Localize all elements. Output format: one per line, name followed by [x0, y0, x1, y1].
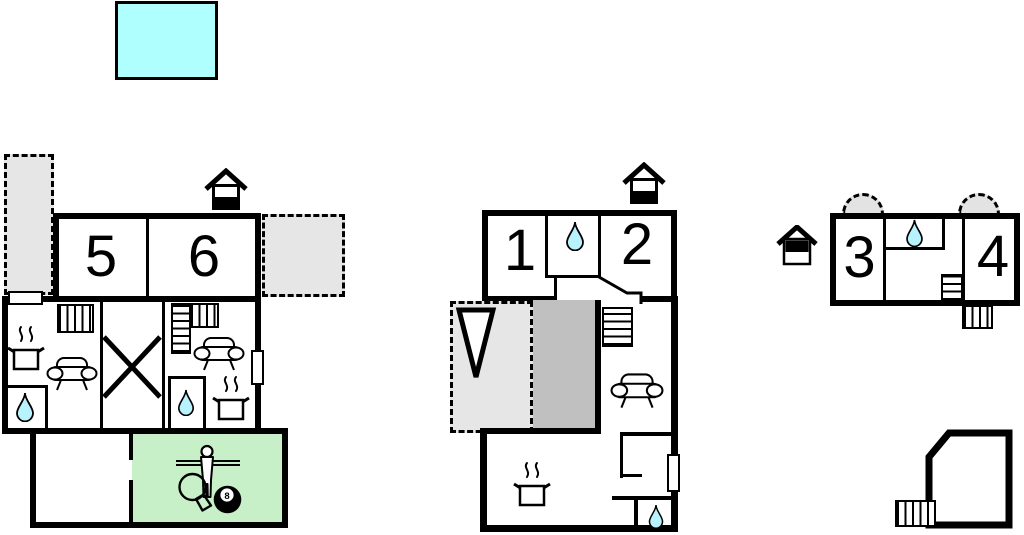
stairs-icon — [189, 303, 219, 328]
door-marker — [251, 350, 264, 385]
room-label-6: 6 — [187, 224, 221, 289]
bedroom-section-right-plan — [830, 213, 1020, 306]
sofa-icon — [46, 354, 98, 392]
wall-segment — [942, 219, 945, 250]
terrace-right-of-bedrooms — [262, 214, 345, 297]
wall-segment — [203, 376, 206, 431]
wall-segment — [671, 296, 678, 532]
wall-segment — [962, 219, 965, 300]
stairs-icon — [962, 305, 993, 329]
entrance-triangle-marker — [455, 307, 497, 378]
pool — [115, 1, 218, 80]
terrace-left-strip — [4, 154, 54, 295]
water-drop-icon — [14, 392, 36, 422]
water-drop-icon — [564, 221, 586, 251]
wall-segment — [45, 385, 48, 434]
wall-segment — [480, 428, 601, 434]
wall-segment — [480, 428, 487, 532]
wall-segment — [634, 500, 638, 532]
wall-segment — [100, 302, 103, 428]
table-tennis-paddle-icon — [178, 472, 207, 502]
wall-segment — [598, 216, 601, 277]
wall-segment — [5, 385, 48, 388]
game-room-icons: 8 — [176, 444, 242, 514]
door-marker — [667, 454, 680, 492]
sofa-icon — [193, 334, 245, 372]
stairs-icon — [171, 303, 191, 354]
stairs-icon — [602, 307, 633, 347]
wall-segment — [129, 480, 133, 522]
wall-segment — [595, 300, 601, 432]
stairs-icon — [895, 500, 936, 527]
wall-segment — [612, 496, 678, 500]
wall-segment — [885, 247, 945, 250]
stove-pot-icon — [211, 374, 251, 428]
wall-segment — [554, 276, 557, 302]
attic-house-icon — [202, 168, 250, 213]
room-label-2: 2 — [620, 212, 654, 277]
wall-segment — [545, 216, 548, 278]
water-drop-icon — [176, 389, 196, 416]
wall-segment — [545, 275, 601, 278]
wall-diagonal — [598, 275, 643, 304]
stairs-icon — [57, 304, 94, 333]
water-drop-icon — [904, 219, 925, 247]
wall-segment — [620, 474, 642, 477]
foosball-player-icon — [200, 444, 214, 459]
wall-opening — [556, 296, 640, 302]
sofa-icon — [610, 370, 664, 410]
upper-floor-house-icon — [775, 225, 819, 267]
wall-segment — [146, 219, 149, 296]
attic-house-icon — [620, 162, 668, 207]
wall-segment — [129, 434, 133, 460]
void-cross-marker — [102, 335, 162, 399]
room-label-4: 4 — [976, 224, 1010, 289]
bedroom-section-middle-plan — [482, 210, 677, 302]
room-label-3: 3 — [843, 225, 876, 290]
wall-segment — [883, 219, 886, 300]
room-label-5: 5 — [84, 224, 118, 289]
wall-segment — [168, 376, 206, 379]
room-label-1: 1 — [503, 218, 537, 283]
wall-segment — [620, 432, 623, 478]
water-drop-icon — [647, 504, 665, 529]
terrace-covered — [533, 300, 595, 431]
stairs-icon — [941, 274, 963, 302]
wall-segment — [620, 432, 678, 436]
dormer-window — [958, 193, 1000, 214]
stove-pot-icon — [6, 324, 46, 378]
wall-segment — [480, 525, 678, 532]
wall-segment — [168, 376, 171, 431]
stove-pot-icon — [512, 460, 552, 514]
eight-ball-number: 8 — [224, 491, 229, 502]
dormer-window — [842, 193, 884, 214]
wall-segment — [162, 302, 165, 428]
door-marker — [8, 291, 43, 305]
annex-outline — [925, 429, 1013, 529]
